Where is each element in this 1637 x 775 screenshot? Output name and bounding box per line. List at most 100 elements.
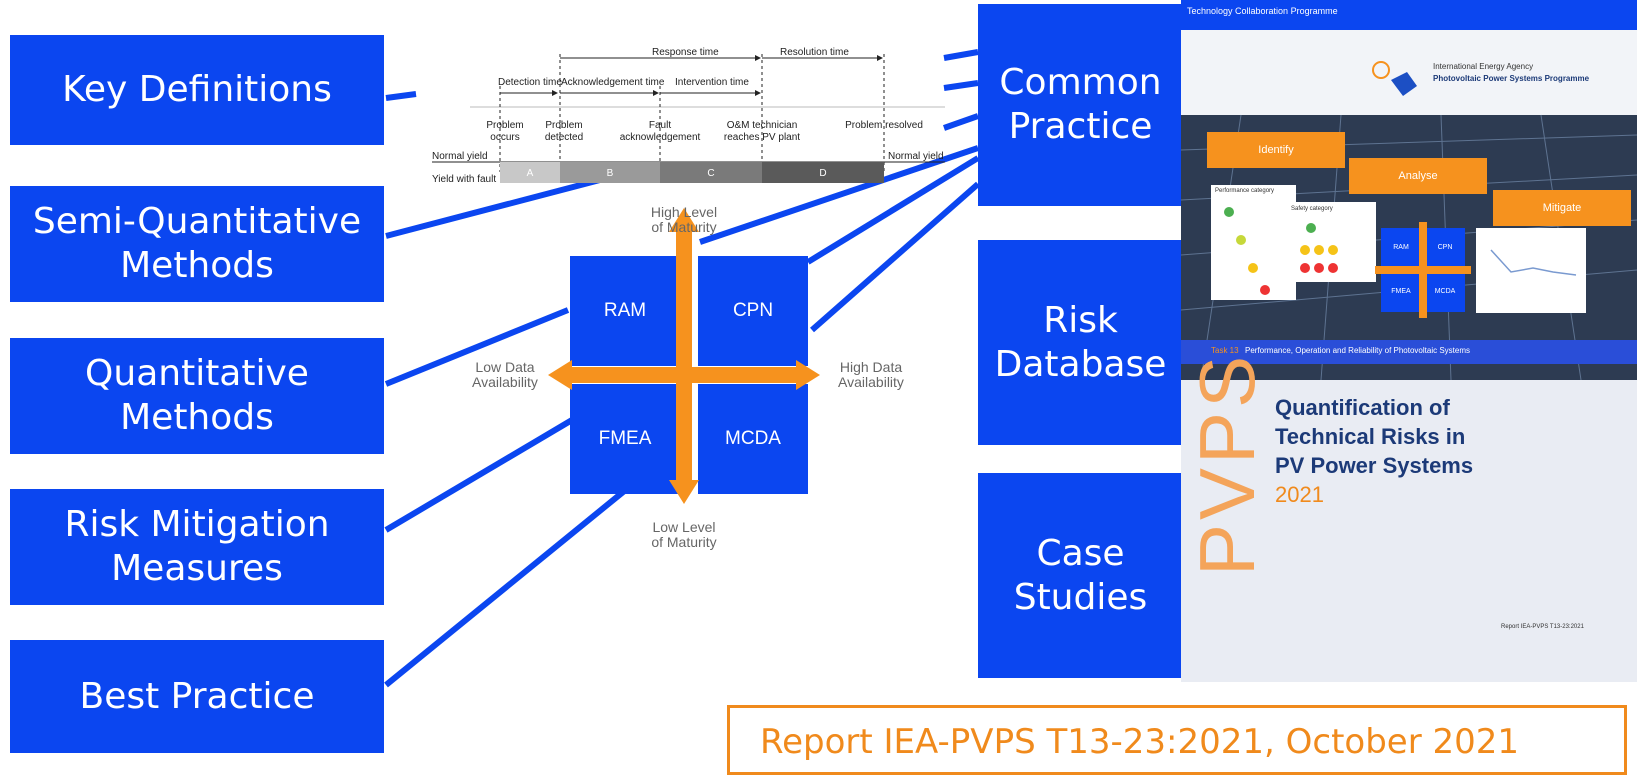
cover-step-mitigate: Mitigate bbox=[1542, 202, 1582, 214]
matrix-cell-ram-label: RAM bbox=[603, 300, 647, 321]
segment-c-label: C bbox=[707, 168, 714, 179]
segment-a-bar bbox=[500, 162, 560, 183]
normal-yield-right: Normal yield bbox=[888, 151, 944, 162]
cover-mini-ram: RAM bbox=[1393, 244, 1409, 251]
response-time-label: Response time bbox=[652, 47, 719, 58]
connector-common-2 bbox=[943, 80, 979, 91]
fault-timeline-diagram: Response time Resolution time Detection … bbox=[432, 47, 945, 185]
cover-photo-area: Technology Collaboration Programme Inter… bbox=[1181, 0, 1637, 380]
high-data-line1: High Data bbox=[839, 359, 903, 375]
segment-d-bar bbox=[762, 162, 884, 183]
cover-title: Quantification of Technical Risks in PV … bbox=[1275, 393, 1473, 509]
event-problem-detected-line2: detected bbox=[545, 132, 583, 143]
connector-common-4 bbox=[699, 145, 979, 245]
key-definitions-label: Key Definitions bbox=[62, 69, 332, 111]
segment-a-label: A bbox=[527, 168, 534, 179]
segment-c-bar bbox=[660, 162, 762, 183]
segment-b-bar bbox=[560, 162, 660, 183]
high-maturity-line2: of Maturity bbox=[651, 219, 717, 236]
matrix-cell-mcda: MCDA bbox=[698, 384, 808, 494]
axis-arrow-down bbox=[669, 480, 699, 504]
resolution-time-label: Resolution time bbox=[780, 47, 849, 58]
cover-safety-category: Safety category bbox=[1291, 206, 1333, 212]
event-problem-occurs-line1: Problem bbox=[486, 120, 523, 131]
matrix-cell-fmea: FMEA bbox=[570, 384, 680, 494]
quantitative-methods-label: Quantitative Methods bbox=[85, 353, 309, 438]
detection-time-label: Detection time bbox=[498, 77, 562, 88]
matrix-cell-fmea-label: FMEA bbox=[598, 428, 652, 449]
event-technician-line2: reaches PV plant bbox=[724, 132, 800, 143]
event-problem-resolved: Problem resolved bbox=[845, 120, 923, 131]
risk-mitigation-measures-box: Risk Mitigation Measures bbox=[10, 489, 384, 605]
report-caption-box: Report IEA-PVPS T13-23:2021, October 202… bbox=[727, 705, 1627, 775]
semi-quantitative-methods-label: Semi-Quantitative Methods bbox=[32, 201, 362, 286]
high-maturity-line1: High Level bbox=[650, 204, 718, 220]
solar-panel-photo bbox=[1181, 0, 1637, 380]
connector-risk-mitigation bbox=[384, 417, 574, 533]
case-studies-label: Case Studies bbox=[1013, 532, 1148, 618]
connector-common-5 bbox=[806, 155, 980, 265]
vertical-axis-bar bbox=[676, 226, 692, 490]
cover-agency: International Energy Agency bbox=[1433, 62, 1534, 71]
connector-lines bbox=[384, 49, 980, 688]
connector-key-definitions bbox=[385, 91, 417, 101]
report-cover: Technology Collaboration Programme Inter… bbox=[1181, 0, 1637, 682]
cover-title-line2: Technical Risks in bbox=[1275, 424, 1466, 449]
low-data-line2: Availability bbox=[472, 374, 538, 391]
event-fault-ack-line2: acknowledgement bbox=[620, 132, 701, 143]
matrix-cell-cpn-label: CPN bbox=[732, 300, 774, 321]
maturity-axes bbox=[548, 208, 820, 504]
event-problem-detected-line1: Problem bbox=[545, 120, 582, 131]
cover-report-small: Report IEA-PVPS T13-23:2021 bbox=[1501, 624, 1584, 630]
cover-perf-category: Performance category bbox=[1215, 188, 1275, 194]
cover-task-text: Performance, Operation and Reliability o… bbox=[1245, 346, 1470, 355]
cover-title-line1: Quantification of bbox=[1275, 395, 1450, 420]
report-caption: Report IEA-PVPS T13-23:2021, October 202… bbox=[760, 722, 1520, 762]
normal-yield-left: Normal yield bbox=[432, 151, 488, 162]
risk-database-box: Risk Database bbox=[978, 240, 1183, 445]
cover-step-identify: Identify bbox=[1258, 144, 1294, 156]
best-practice-label: Best Practice bbox=[79, 675, 315, 717]
event-fault-ack-line1: Fault bbox=[649, 120, 671, 131]
cover-mini-cpn: CPN bbox=[1437, 244, 1453, 251]
common-practice-label: Common Practice bbox=[999, 62, 1162, 147]
quantitative-methods-box: Quantitative Methods bbox=[10, 338, 384, 454]
matrix-cell-ram: RAM bbox=[570, 256, 680, 366]
intervention-time-label: Intervention time bbox=[675, 77, 749, 88]
horizontal-axis-bar bbox=[564, 367, 804, 383]
case-studies-box: Case Studies bbox=[978, 473, 1183, 678]
cover-task-prefix: Task 13 bbox=[1211, 346, 1239, 355]
matrix-cell-cpn: CPN bbox=[698, 256, 808, 366]
key-definitions-box: Key Definitions bbox=[10, 35, 384, 145]
connector-best-practice bbox=[384, 485, 630, 688]
common-practice-box: Common Practice bbox=[978, 4, 1183, 206]
event-problem-occurs-line2: occurs bbox=[490, 132, 519, 143]
axis-arrow-right bbox=[796, 360, 820, 390]
cover-year: 2021 bbox=[1275, 482, 1324, 507]
cover-brand-pvps: PVPS bbox=[1183, 351, 1271, 576]
yield-with-fault-label: Yield with fault bbox=[432, 174, 496, 185]
axis-arrow-up bbox=[669, 208, 699, 232]
segment-d-label: D bbox=[819, 168, 826, 179]
cover-programme: Technology Collaboration Programme bbox=[1187, 6, 1338, 16]
high-data-line2: Availability bbox=[838, 374, 904, 391]
connector-quantitative bbox=[384, 307, 570, 387]
cover-mini-mcda: MCDA bbox=[1434, 288, 1456, 295]
event-technician-line1: O&M technician bbox=[727, 120, 798, 131]
axis-arrow-left bbox=[548, 360, 572, 390]
cover-agency-programme: Photovoltaic Power Systems Programme bbox=[1433, 74, 1590, 83]
low-maturity-line1: Low Level bbox=[652, 519, 716, 535]
segment-b-label: B bbox=[607, 168, 614, 179]
acknowledgement-time-label: Acknowledgement time bbox=[561, 77, 665, 88]
connector-common-3 bbox=[943, 113, 979, 131]
low-maturity-line2: of Maturity bbox=[651, 534, 717, 551]
risk-mitigation-measures-label: Risk Mitigation Measures bbox=[64, 504, 330, 589]
cover-mini-fmea: FMEA bbox=[1391, 288, 1411, 295]
matrix-cell-mcda-label: MCDA bbox=[725, 428, 781, 449]
low-data-line1: Low Data bbox=[475, 359, 535, 375]
risk-database-label: Risk Database bbox=[994, 299, 1167, 385]
